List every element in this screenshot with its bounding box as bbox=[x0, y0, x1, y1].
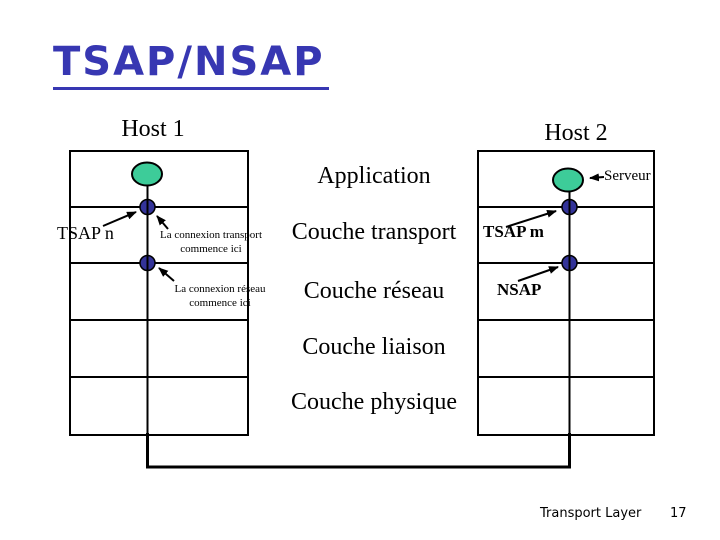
serveur-label: Serveur bbox=[604, 168, 651, 184]
transport-connection-note-line1: La connexion transport bbox=[159, 229, 263, 241]
note-reseau-arrow bbox=[158, 267, 175, 282]
host1-process-ellipse bbox=[131, 161, 163, 187]
tsap-m-label: TSAP m bbox=[483, 222, 544, 241]
serveur-arrow bbox=[589, 173, 605, 182]
physical-connection-line bbox=[146, 433, 571, 469]
layer-label-physique: Couche physique bbox=[291, 389, 457, 415]
nsap-arrow bbox=[517, 266, 559, 282]
nsap-label: NSAP bbox=[497, 280, 542, 299]
tsap-n-label: TSAP n bbox=[57, 223, 114, 243]
tsap-n-arrow bbox=[102, 211, 137, 227]
host2-stack bbox=[477, 150, 655, 436]
layer-label-reseau: Couche réseau bbox=[303, 278, 445, 304]
layer-label-transport: Couche transport bbox=[291, 219, 457, 245]
page-title: TSAP/NSAP bbox=[53, 38, 329, 90]
reseau-connection-note-line2: commence ici bbox=[189, 297, 251, 309]
transport-connection-note-line2: commence ici bbox=[180, 243, 242, 255]
layer-label-application: Application bbox=[317, 163, 431, 189]
reseau-connection-note: La connexion réseau commence ici bbox=[155, 282, 285, 310]
host1-stack bbox=[69, 150, 249, 436]
host1-label: Host 1 bbox=[121, 116, 185, 142]
note-transport-arrow bbox=[156, 215, 169, 230]
footer-title: Transport Layer bbox=[540, 506, 642, 521]
tsap-m-arrow bbox=[505, 209, 557, 228]
layer-label-liaison: Couche liaison bbox=[302, 334, 446, 360]
reseau-connection-note-line1: La connexion réseau bbox=[174, 283, 266, 295]
host2-process-ellipse bbox=[552, 167, 584, 193]
host1-box bbox=[69, 150, 249, 436]
host2-label: Host 2 bbox=[544, 120, 608, 146]
footer-page-number: 17 bbox=[670, 506, 687, 521]
annotation-arrows bbox=[102, 173, 605, 282]
transport-connection-note: La connexion transport commence ici bbox=[146, 228, 276, 256]
host2-box bbox=[477, 150, 655, 436]
